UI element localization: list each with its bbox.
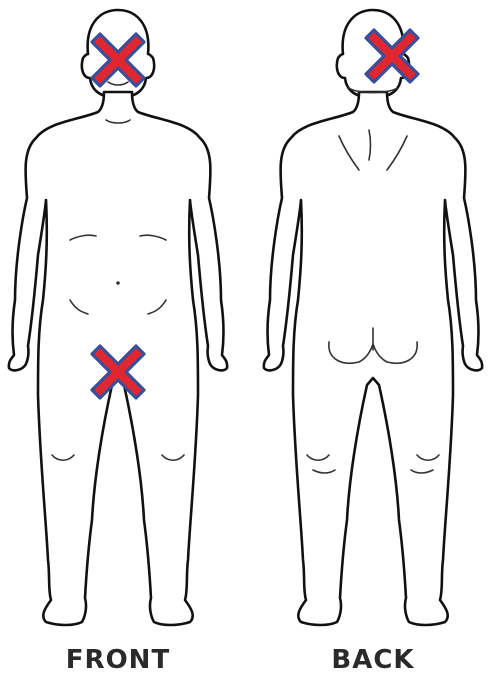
back-label: BACK: [331, 645, 414, 675]
front-label: FRONT: [66, 645, 170, 675]
front-figure: [9, 10, 227, 625]
back-figure: [264, 10, 482, 625]
